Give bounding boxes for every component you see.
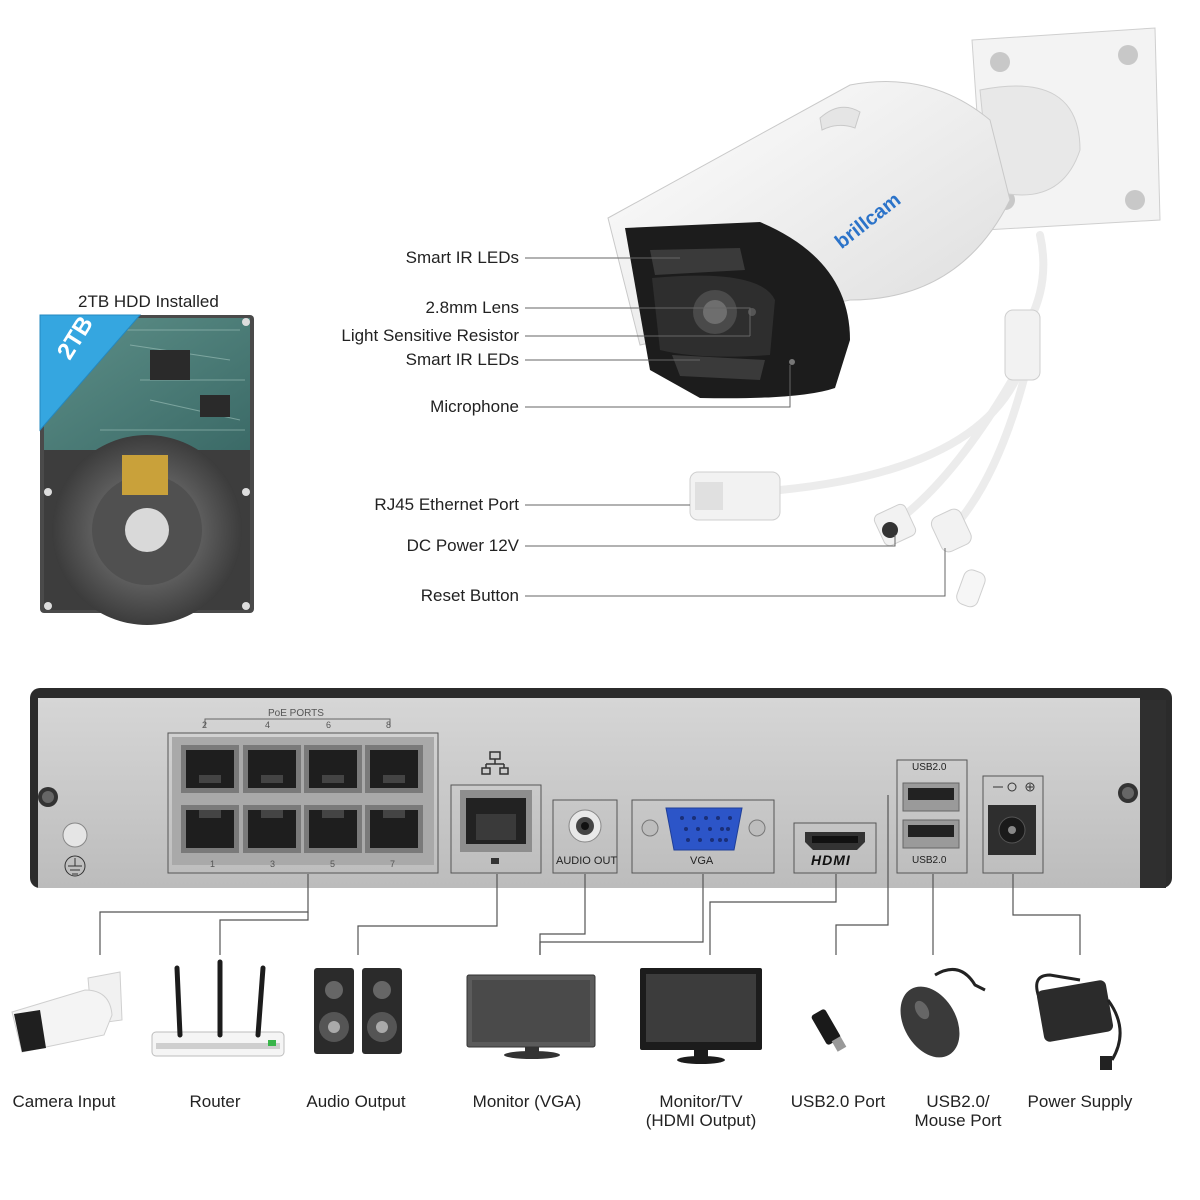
power-supply-icon [1035, 973, 1122, 1070]
poe-socket-latch [199, 775, 221, 783]
vga-label: VGA [690, 855, 714, 867]
device-label-power-supply: Power Supply [1027, 1092, 1133, 1111]
port-number-4: 4 [265, 720, 271, 730]
speakers-icon [314, 968, 402, 1054]
callout-dc-power: DC Power 12V [406, 536, 519, 555]
port-number-7: 7 [390, 859, 396, 869]
device-label-router: Router [189, 1092, 241, 1111]
router-icon [151, 959, 285, 1057]
callout-reset-button: Reset Button [420, 586, 519, 605]
usb-ports [896, 759, 968, 874]
hdd-illustration [39, 314, 254, 625]
usb-bottom-label: USB2.0 [912, 855, 947, 866]
poe-socket-latch [383, 810, 405, 818]
mouse-icon [900, 967, 986, 1058]
camera-callout-lines [525, 257, 946, 597]
port-number-3: 3 [270, 859, 276, 869]
poe-ports-block [167, 718, 439, 874]
hdmi-port [793, 822, 877, 874]
port-number-5: 5 [330, 859, 336, 869]
device-label-monitor-hdmi: Monitor/TV (HDMI Output) [645, 1092, 757, 1130]
device-label-usb-port: USB2.0 Port [790, 1092, 886, 1111]
callout-smart-ir-leds-top: Smart IR LEDs [405, 248, 519, 267]
callout-lens: 2.8mm Lens [425, 298, 519, 317]
callout-smart-ir-leds-bottom: Smart IR LEDs [405, 350, 519, 369]
callout-rj45: RJ45 Ethernet Port [374, 495, 519, 514]
audio-out-jack [552, 799, 618, 874]
device-label-audio-output: Audio Output [306, 1092, 406, 1111]
dc-power-in [982, 775, 1044, 874]
camera-illustration [607, 27, 1161, 608]
poe-socket-latch [322, 810, 344, 818]
port-number-2: 2 [202, 720, 208, 730]
port-number-8: 8 [386, 720, 392, 730]
callout-microphone: Microphone [430, 397, 519, 416]
poe-socket-latch [261, 810, 283, 818]
port-number-1: 1 [210, 859, 216, 869]
device-label-camera-input: Camera Input [12, 1092, 116, 1111]
port-number-6: 6 [326, 720, 332, 730]
usb-stick-icon [811, 1009, 847, 1052]
connection-lines [99, 795, 1081, 955]
audio-out-label: AUDIO OUT [556, 855, 618, 867]
monitor-hdmi-icon [640, 968, 762, 1064]
lan-port [450, 751, 542, 874]
poe-socket-latch [261, 775, 283, 783]
callout-light-sensor: Light Sensitive Resistor [341, 326, 519, 345]
hdd-caption: 2TB HDD Installed [78, 292, 219, 311]
vga-port [631, 799, 775, 874]
poe-socket-latch [322, 775, 344, 783]
poe-ports-title: PoE PORTS [268, 708, 324, 719]
monitor-vga-icon [466, 974, 596, 1059]
poe-socket-latch [199, 810, 221, 818]
device-label-usb-mouse-port: USB2.0/ Mouse Port [914, 1092, 1002, 1130]
usb-top-label: USB2.0 [912, 762, 947, 773]
camera-device-icon [11, 971, 123, 1053]
poe-socket-latch [383, 775, 405, 783]
hdmi-label: HDMI [811, 852, 851, 868]
device-label-monitor-vga: Monitor (VGA) [472, 1092, 582, 1111]
